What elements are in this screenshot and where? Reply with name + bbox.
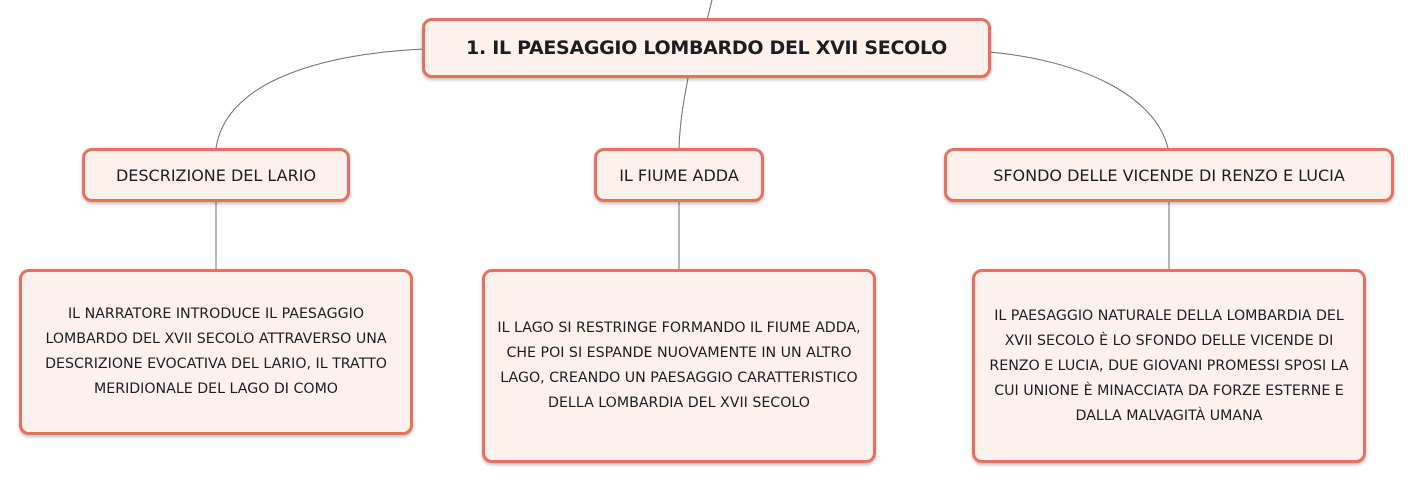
topic-node-label: SFONDO DELLE VICENDE DI RENZO E LUCIA — [993, 165, 1345, 185]
topic-node-sfondo-delle-vicende[interactable]: SFONDO DELLE VICENDE DI RENZO E LUCIA — [944, 148, 1394, 202]
connector-root-to-sfondo — [988, 51, 1169, 149]
root-node[interactable]: 1. IL PAESAGGIO LOMBARDO DEL XVII SECOLO — [422, 18, 991, 78]
connector-parent-to-root — [706, 0, 713, 21]
root-node-label: 1. IL PAESAGGIO LOMBARDO DEL XVII SECOLO — [466, 37, 947, 59]
connector-root-to-adda — [678, 77, 689, 149]
topic-node-label: DESCRIZIONE DEL LARIO — [115, 165, 317, 185]
detail-node-descrizione-del-lario[interactable]: IL NARRATORE INTRODUCE IL PAESAGGIO LOMB… — [19, 269, 413, 435]
topic-node-label: IL FIUME ADDA — [619, 165, 739, 185]
detail-node-text: IL LAGO SI RESTRINGE FORMANDO IL FIUME A… — [497, 320, 861, 411]
detail-node-text: IL PAESAGGIO NATURALE DELLA LOMBARDIA DE… — [989, 307, 1349, 424]
detail-node-il-fiume-adda[interactable]: IL LAGO SI RESTRINGE FORMANDO IL FIUME A… — [482, 269, 876, 463]
topic-node-descrizione-del-lario[interactable]: DESCRIZIONE DEL LARIO — [82, 148, 350, 202]
connector-root-to-descrizione — [215, 48, 425, 149]
detail-node-sfondo-delle-vicende[interactable]: IL PAESAGGIO NATURALE DELLA LOMBARDIA DE… — [972, 269, 1366, 463]
topic-node-il-fiume-adda[interactable]: IL FIUME ADDA — [594, 148, 764, 202]
detail-node-text: IL NARRATORE INTRODUCE IL PAESAGGIO LOMB… — [45, 306, 387, 397]
